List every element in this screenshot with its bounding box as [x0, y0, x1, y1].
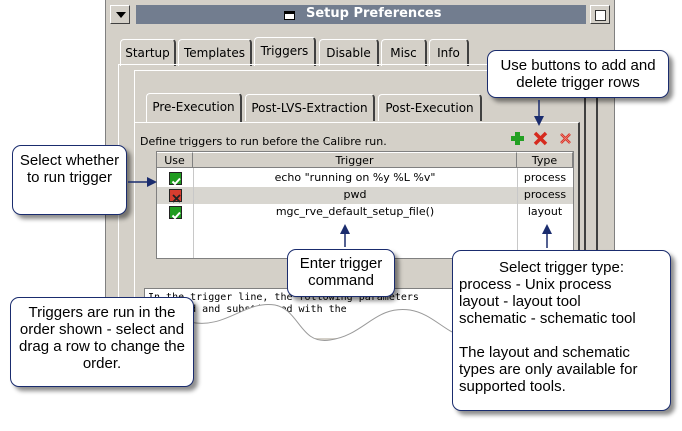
tab-templates[interactable]: Templates	[178, 39, 252, 66]
callout-buttons-text: Use buttons to add and delete trigger ro…	[500, 57, 656, 91]
type-cell[interactable]: process	[523, 188, 567, 201]
delete-row-button[interactable]	[532, 130, 549, 147]
table-row[interactable]: echo "running on %y %L %v" process	[157, 170, 573, 187]
tab-startup[interactable]: Startup	[120, 39, 176, 66]
tab-post-execution[interactable]: Post-Execution	[378, 94, 482, 121]
window-icon	[284, 11, 295, 20]
callout-buttons: Use buttons to add and delete trigger ro…	[487, 50, 669, 98]
tab-triggers[interactable]: Triggers	[254, 37, 316, 66]
table-row[interactable]: mgc_rve_default_setup_file() layout	[157, 204, 573, 221]
trigger-description: Define triggers to run before the Calibr…	[140, 135, 387, 148]
tab-disable[interactable]: Disable	[319, 39, 379, 66]
callout-order-text: Triggers are run in the order shown - se…	[19, 304, 185, 372]
help-text-line: values:	[148, 316, 481, 328]
use-checkbox[interactable]	[169, 172, 182, 186]
tab-pre-execution[interactable]: Pre-Execution	[146, 93, 242, 122]
column-divider	[193, 168, 194, 258]
callout-enter-text: Enter trigger command	[299, 255, 383, 289]
title-bar: Setup Preferences	[106, 2, 614, 26]
x-small-icon	[560, 133, 571, 144]
chevron-down-icon	[116, 12, 126, 18]
callout-select-text: Select whether to run trigger	[19, 152, 120, 186]
maximize-button[interactable]	[590, 5, 610, 24]
callout-order: Triggers are run in the order shown - se…	[10, 297, 194, 387]
use-checkbox[interactable]	[169, 206, 182, 220]
check-icon	[171, 177, 181, 186]
column-header-use[interactable]: Use	[157, 152, 193, 168]
plus-icon	[511, 132, 524, 145]
trigger-cell[interactable]: echo "running on %y %L %v"	[274, 171, 436, 184]
callout-type-title: Select trigger type:	[498, 259, 625, 276]
window-title: Setup Preferences	[306, 6, 442, 21]
check-icon	[171, 211, 181, 220]
trigger-table: Use Trigger Type echo "running on %y %L …	[156, 151, 574, 259]
window-menu-button[interactable]	[110, 5, 130, 24]
x-icon	[533, 131, 548, 146]
callout-type-line: schematic - schematic tool	[459, 310, 636, 327]
add-row-button[interactable]	[509, 130, 526, 147]
delete-all-rows-button[interactable]	[557, 130, 574, 147]
x-icon	[172, 194, 181, 203]
tab-post-lvs-extraction[interactable]: Post-LVS-Extraction	[245, 94, 375, 121]
callout-type-line: layout - layout tool	[459, 293, 581, 310]
callout-type-note: The layout and schematic types are only …	[459, 344, 638, 395]
column-divider	[517, 168, 518, 258]
trigger-cell[interactable]: mgc_rve_default_setup_file()	[275, 205, 435, 218]
type-cell[interactable]: process	[523, 171, 567, 184]
trigger-cell[interactable]: pwd	[343, 188, 367, 201]
column-header-trigger[interactable]: Trigger	[193, 152, 517, 168]
tab-info[interactable]: Info	[429, 39, 469, 66]
title-strip: Setup Preferences	[136, 5, 586, 24]
table-row[interactable]: pwd process	[157, 187, 573, 204]
type-cell[interactable]: layout	[527, 205, 563, 218]
use-checkbox[interactable]	[169, 189, 182, 203]
callout-type: Select trigger type: process - Unix proc…	[452, 250, 671, 411]
callout-select: Select whether to run trigger	[12, 145, 127, 215]
callout-type-line: process - Unix process	[459, 276, 612, 293]
help-text-line: are read and substituted with the	[148, 304, 347, 315]
column-header-type[interactable]: Type	[517, 152, 573, 168]
callout-enter: Enter trigger command	[287, 249, 395, 297]
tab-misc[interactable]: Misc	[381, 39, 427, 66]
